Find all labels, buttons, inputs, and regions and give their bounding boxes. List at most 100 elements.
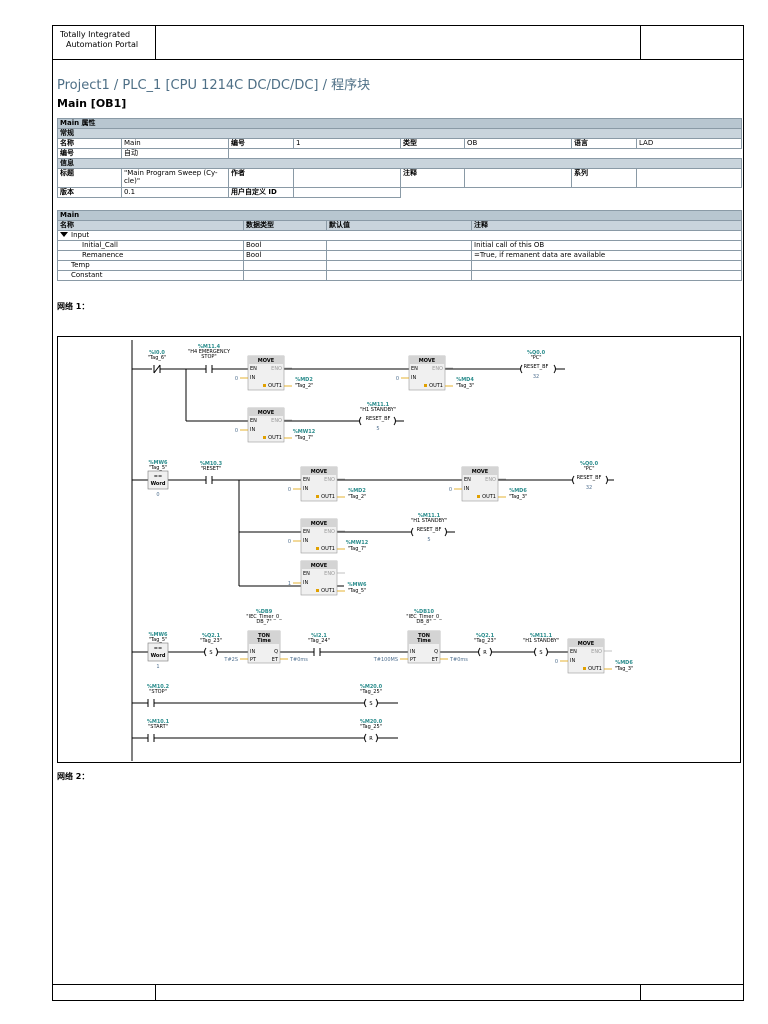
footer-divider	[52, 984, 744, 985]
move-box-header	[248, 408, 284, 416]
compare-op: ==	[154, 646, 162, 652]
timer-header	[248, 631, 280, 644]
in-value: 0	[235, 428, 238, 434]
cell-type: Bool	[243, 240, 327, 251]
compare-box	[147, 642, 169, 662]
blank-cell	[227, 148, 742, 159]
pin-label: Q	[434, 649, 438, 655]
move-box-header	[301, 467, 337, 475]
coil-count: 32	[586, 485, 592, 491]
coil-label: RESET_BF	[524, 364, 549, 370]
section-header: 信息	[56, 158, 743, 169]
prop-label: 语言	[571, 138, 637, 149]
pin-label: EN	[303, 477, 310, 483]
pin-label: OUT1	[268, 383, 282, 389]
section-header: 常规	[56, 128, 743, 139]
table-row: Remanence Bool =True, if remanent data a…	[57, 250, 743, 261]
out-address: %MW12	[293, 429, 316, 435]
out-address: %MD6	[615, 660, 633, 666]
box-title: MOVE	[311, 469, 328, 475]
timer-pt: T#100MS	[373, 657, 398, 663]
operand-tag: "Tag_5"	[149, 637, 168, 643]
blank-cell	[470, 270, 743, 281]
interface-section-label: Input	[71, 231, 90, 240]
pin-label: OUT1	[321, 588, 335, 594]
out-address: %MD2	[295, 377, 313, 383]
out-tag: "Tag_7"	[348, 546, 367, 552]
blank-cell	[243, 270, 327, 281]
operand-tag: "RESET"	[201, 466, 222, 472]
cell-comment: =True, if remanent data are available	[470, 250, 743, 261]
operand-tag: "H1 STANDBY"	[523, 638, 559, 644]
section-header: Main 属性	[56, 118, 743, 129]
pin-label: ENO	[271, 418, 282, 424]
pin-label: OUT1	[482, 494, 496, 500]
coil-count: 5	[376, 426, 379, 432]
coil-label: RESET_BF	[577, 475, 602, 481]
compare-value: 1	[156, 664, 159, 670]
coil-letter: S	[539, 650, 542, 656]
out-address: %MW6	[348, 582, 368, 588]
compare-box	[147, 470, 169, 490]
operand-tag: "STOP"	[149, 689, 167, 695]
timer-type: TON	[418, 633, 430, 639]
pin-label: EN	[250, 366, 257, 372]
collapse-arrow-icon[interactable]	[60, 232, 68, 237]
network-1-title: 网络 1：	[57, 302, 90, 311]
box-title: MOVE	[472, 469, 489, 475]
column-header: 注释	[470, 220, 743, 231]
operand-address: %I2.1	[311, 633, 327, 639]
move-box-header	[301, 561, 337, 569]
title-line: "Main Program Sweep (Cy-	[124, 169, 218, 178]
prop-label: 用户自定义 ID	[228, 187, 294, 198]
timer-et: T#0ms	[449, 657, 468, 663]
operand-tag: "Tag_25"	[360, 689, 382, 695]
blank-cell	[470, 260, 743, 271]
move-box-header	[568, 639, 604, 647]
footer-col-divider	[640, 984, 641, 1001]
prop-label: 编号	[57, 148, 122, 159]
operand-address: %M10.2	[147, 684, 170, 690]
pin-label: IN	[250, 649, 255, 655]
prop-value	[293, 168, 401, 188]
logo-line: Automation Portal	[66, 40, 139, 49]
operand-address: %M11.1	[367, 402, 390, 408]
timer-sub: Time	[417, 638, 431, 644]
properties-table: Main 属性 常规 名称 Main 编号 1 类型 OB 语言 LAD 编号 …	[56, 118, 743, 198]
pin-label: ENO	[485, 477, 496, 483]
prop-value	[635, 168, 743, 188]
pin-label: OUT1	[321, 494, 335, 500]
pin-marker	[583, 667, 586, 670]
prop-value: "Main Program Sweep (Cy-cle)"	[121, 168, 229, 188]
coil-letter: S	[209, 650, 212, 656]
pin-marker	[424, 384, 427, 387]
pin-label: ENO	[324, 477, 335, 483]
block-title: Main [OB1]	[57, 97, 127, 110]
prop-value: Main	[121, 138, 229, 149]
operand-address: %M11.1	[530, 633, 553, 639]
header-col-divider	[640, 25, 641, 59]
blank-cell	[399, 187, 742, 198]
compare-type: Word	[151, 481, 166, 487]
timer-sub: Time	[257, 638, 271, 644]
blank-cell	[243, 260, 327, 271]
prop-label: 注释	[400, 168, 465, 188]
timer-name: DB_8"	[416, 619, 431, 625]
box-title: MOVE	[419, 358, 436, 364]
operand-address: %M10.3	[200, 461, 223, 467]
prop-label: 类型	[400, 138, 465, 149]
move-box-header	[248, 356, 284, 364]
move-box-header	[301, 519, 337, 527]
pin-label: ET	[432, 657, 439, 663]
out-tag: "Tag_2"	[295, 383, 314, 389]
interface-input-row[interactable]: Input	[56, 230, 743, 241]
operand-tag: "Tag_23"	[200, 638, 222, 644]
operand-tag: "Tag_23"	[474, 638, 496, 644]
box-title: MOVE	[258, 410, 275, 416]
prop-label: 作者	[228, 168, 294, 188]
operand-tag: "Tag_24"	[308, 638, 330, 644]
pin-label: EN	[570, 649, 577, 655]
header-col-divider	[155, 25, 156, 59]
operand-tag: "Tag_25"	[360, 724, 382, 730]
timer-db: %DB10	[414, 609, 434, 615]
